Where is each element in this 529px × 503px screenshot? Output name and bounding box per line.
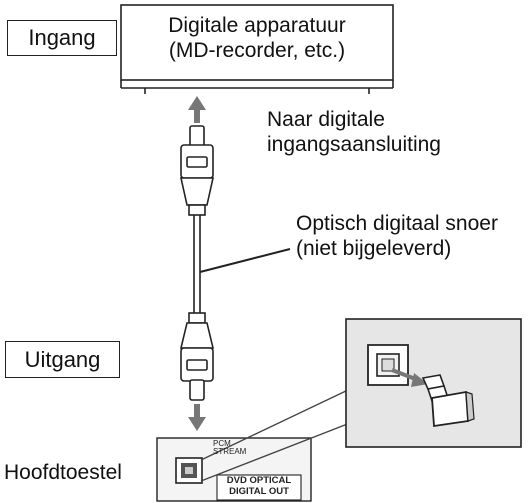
output-label-text: Uitgang (24, 346, 101, 372)
pcm-label: PCM (213, 439, 231, 448)
optical-out-label: DVD OPTICAL DIGITAL OUT (218, 475, 300, 498)
down-arrow-icon (188, 404, 206, 431)
cable-callout-line (199, 248, 291, 273)
pcm-stream-label: PCM STREAM (213, 439, 247, 457)
input-label-text: Ingang (28, 25, 96, 50)
input-callout-line-2: ingangsaansluiting (267, 132, 441, 156)
input-callout-line-1: Naar digitale (267, 108, 385, 131)
zoom-lines (200, 389, 351, 482)
optical-out-line-1: DVD OPTICAL (226, 475, 292, 486)
up-arrow-icon (188, 96, 206, 123)
input-callout: Naar digitale ingangsaansluiting (267, 108, 441, 158)
optical-out-line-2: DIGITAL OUT (229, 485, 289, 497)
device-line-1: Digitale apparatuur (168, 14, 346, 37)
zoom-detail-box (345, 318, 522, 448)
cable-callout: Optisch digitaal snoer (niet bijgeleverd… (296, 212, 498, 262)
device-label: Digitale apparatuur (MD-recorder, etc.) (121, 14, 393, 64)
main-unit-label: Hoofdtoestel (4, 461, 122, 484)
cable-callout-line-1: Optisch digitaal snoer (296, 212, 498, 235)
optical-cable (193, 215, 201, 313)
output-label: Uitgang (5, 341, 120, 378)
digital-device-box (120, 4, 394, 94)
bottom-optical-plug (179, 312, 215, 401)
cable-callout-line-2: (niet bijgeleverd) (296, 236, 452, 260)
stream-label: STREAM (213, 447, 247, 457)
device-line-2: (MD-recorder, etc.) (168, 38, 346, 62)
top-optical-plug (180, 125, 214, 216)
input-label: Ingang (7, 20, 117, 56)
